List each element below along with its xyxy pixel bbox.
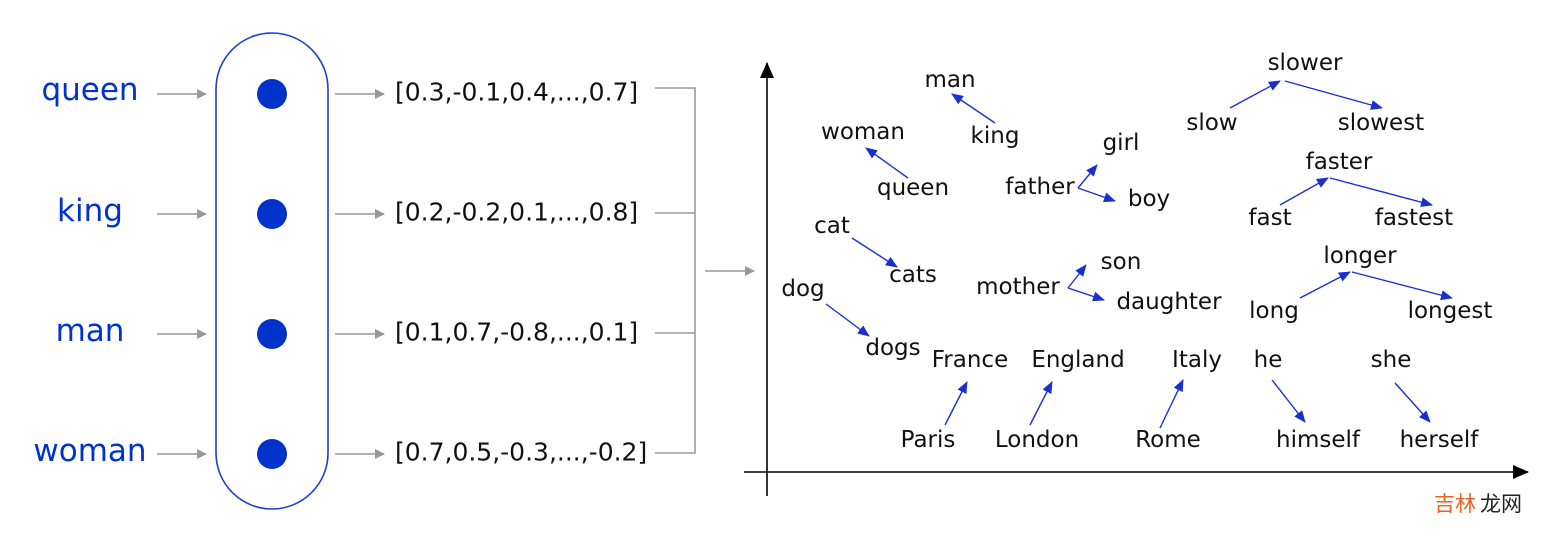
embedding-nodes bbox=[257, 79, 287, 469]
word-label: himself bbox=[1276, 427, 1361, 453]
word-label: longer bbox=[1323, 243, 1397, 269]
watermark: 吉林 龙网 bbox=[1434, 492, 1522, 516]
word-label: fast bbox=[1248, 205, 1291, 231]
word-label: Paris bbox=[901, 427, 956, 453]
word-label: herself bbox=[1400, 427, 1480, 453]
relation-arrows bbox=[825, 80, 1453, 429]
word-label: Rome bbox=[1135, 427, 1201, 453]
bracket bbox=[655, 87, 696, 454]
word-label: man bbox=[924, 67, 975, 93]
input-word: man bbox=[56, 313, 125, 349]
word-label: mother bbox=[976, 274, 1060, 300]
svg-text:吉林: 吉林 bbox=[1434, 492, 1476, 516]
input-arrows bbox=[157, 89, 207, 459]
input-words: queen king man woman bbox=[33, 72, 146, 469]
input-word: woman bbox=[33, 433, 146, 469]
word-label: king bbox=[971, 123, 1020, 149]
input-word: queen bbox=[41, 72, 138, 108]
embedding-layer-capsule bbox=[215, 32, 329, 510]
word-label: long bbox=[1249, 298, 1299, 324]
vectors: [0.3,-0.1,0.4,...,0.7] [0.2,-0.2,0.1,...… bbox=[395, 78, 647, 467]
word-label: girl bbox=[1103, 130, 1140, 156]
vector-text: [0.2,-0.2,0.1,...,0.8] bbox=[395, 198, 638, 227]
word-label: she bbox=[1371, 347, 1412, 373]
word-label: daughter bbox=[1116, 289, 1222, 315]
word-label: faster bbox=[1306, 149, 1373, 175]
word-label: he bbox=[1254, 347, 1283, 373]
word-label: slowest bbox=[1338, 110, 1424, 136]
word-label: dog bbox=[781, 276, 824, 302]
word-label: England bbox=[1031, 347, 1124, 373]
word-label: son bbox=[1101, 249, 1142, 275]
word-label: slow bbox=[1186, 110, 1237, 136]
word-label: cat bbox=[814, 213, 850, 239]
word-label: boy bbox=[1128, 186, 1170, 212]
word-label: fastest bbox=[1375, 205, 1453, 231]
word-label: slower bbox=[1268, 50, 1343, 76]
output-arrows bbox=[335, 89, 385, 459]
word-label: cats bbox=[889, 262, 937, 288]
axes bbox=[744, 62, 1529, 496]
embedding-space-words: man king woman queen girl father boy cat… bbox=[781, 50, 1492, 453]
word-label: London bbox=[995, 427, 1079, 453]
vector-text: [0.3,-0.1,0.4,...,0.7] bbox=[395, 78, 638, 107]
vector-text: [0.1,0.7,-0.8,...,0.1] bbox=[395, 318, 638, 347]
word-label: France bbox=[932, 347, 1008, 373]
word-label: dogs bbox=[865, 335, 920, 361]
word-label: father bbox=[1005, 174, 1075, 200]
input-word: king bbox=[57, 193, 123, 229]
word-label: longest bbox=[1408, 298, 1493, 324]
word-label: queen bbox=[877, 175, 949, 201]
word-label: woman bbox=[821, 119, 905, 145]
vector-text: [0.7,0.5,-0.3,...,-0.2] bbox=[395, 438, 647, 467]
svg-text:龙网: 龙网 bbox=[1480, 492, 1522, 516]
word-label: Italy bbox=[1172, 347, 1222, 373]
